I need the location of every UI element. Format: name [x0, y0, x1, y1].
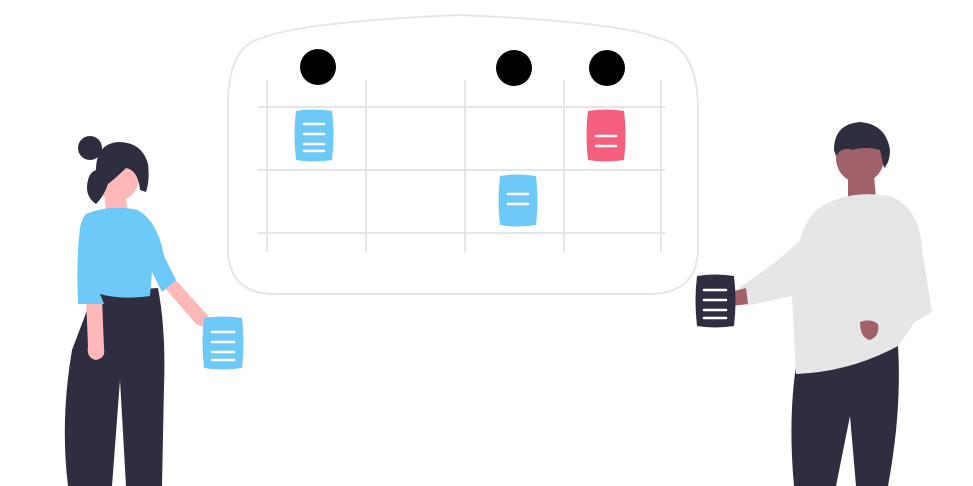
board-grid — [258, 80, 665, 252]
note-icon — [695, 274, 736, 328]
note-icon — [294, 109, 334, 162]
woman-figure — [64, 136, 244, 486]
schedule-board — [227, 13, 699, 295]
man-shirt — [738, 194, 930, 374]
check-circle-icon — [589, 50, 625, 86]
woman-legs — [64, 288, 165, 486]
note-icon — [498, 174, 538, 227]
woman-hair — [87, 142, 149, 204]
board-outline — [227, 13, 699, 295]
check-circle-icon — [300, 49, 336, 85]
man-hand — [860, 320, 879, 340]
man-legs — [791, 346, 899, 486]
woman-right-arm — [158, 276, 210, 328]
check-circle-icon — [496, 50, 532, 86]
man-hair — [834, 122, 890, 168]
woman-hair-bun — [78, 136, 102, 160]
man-figure — [695, 122, 932, 486]
woman-shirt — [77, 207, 176, 304]
woman-left-arm — [86, 298, 105, 360]
note-icon — [586, 109, 626, 162]
man-right-arm — [882, 230, 932, 334]
note-icon — [202, 316, 244, 370]
